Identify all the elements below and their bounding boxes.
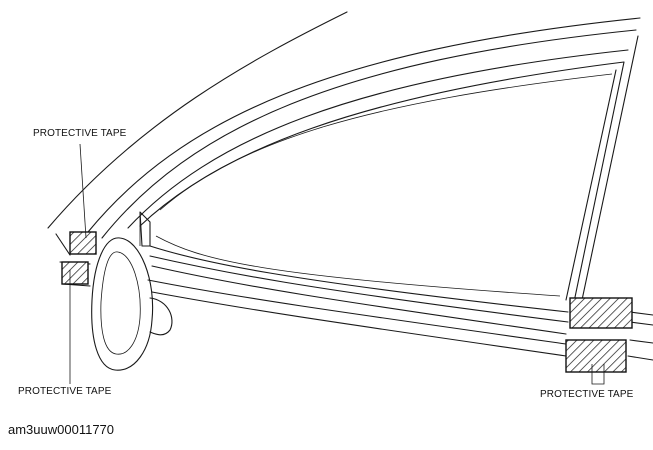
- protective-tape-right-bottom: [565, 339, 627, 373]
- protective-tape-left-top: [69, 231, 97, 255]
- belt-line-4: [147, 279, 567, 345]
- mirror-base: [149, 297, 173, 336]
- leader-top-left: [79, 143, 87, 239]
- leader-bottom-right: [591, 364, 605, 385]
- glass-interior-curve: [155, 235, 561, 297]
- label-protective-tape-top-left: PROTECTIVE TAPE: [33, 128, 127, 139]
- roof-line: [47, 11, 348, 229]
- window-frame-right-outer: [581, 35, 639, 301]
- front-pillar: [139, 211, 151, 247]
- sill-right-3: [629, 339, 653, 344]
- left-body-1: [55, 233, 71, 256]
- window-frame: [139, 61, 625, 303]
- door-frame-outer: [87, 17, 641, 233]
- belt-line-2: [149, 255, 569, 323]
- protective-tape-left-bottom: [61, 261, 89, 285]
- protective-tape-right-top: [569, 297, 633, 329]
- window-glass-top: [159, 73, 613, 211]
- belt-line-1: [149, 245, 569, 313]
- sill-right-4: [627, 355, 653, 361]
- label-protective-tape-bottom-left: PROTECTIVE TAPE: [18, 386, 112, 397]
- sill-right-2: [629, 321, 653, 326]
- sill-right-1: [629, 311, 653, 316]
- side-mirror-outer: [91, 237, 154, 371]
- side-mirror-inner: [100, 251, 141, 355]
- door-frame-inner: [127, 49, 629, 229]
- belt-line-5: [151, 291, 567, 357]
- label-protective-tape-bottom-right: PROTECTIVE TAPE: [540, 389, 634, 400]
- figure-id: am3uuw00011770: [8, 422, 115, 437]
- belt-line-3: [151, 265, 567, 335]
- door-frame-mid: [101, 29, 637, 239]
- window-frame-right-inner: [565, 69, 617, 301]
